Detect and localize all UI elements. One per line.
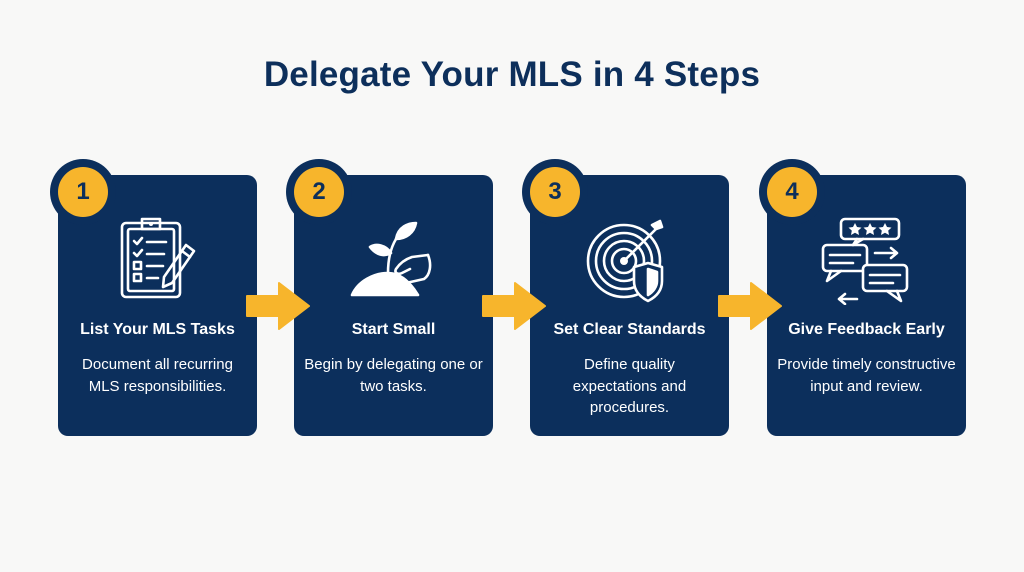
- step-description-3: Define quality expectations and procedur…: [572, 356, 687, 416]
- step-description-1: Document all recurring MLS responsibilit…: [82, 356, 233, 395]
- step-number-badge-1: 1: [58, 167, 108, 217]
- step-number-badge-3: 3: [530, 167, 580, 217]
- step-title-4: Give Feedback Early: [788, 321, 945, 338]
- arrow-right-icon: [482, 282, 546, 330]
- step-card-4: Give Feedback Early Provide timely const…: [767, 175, 966, 436]
- step-badge-ring-4: 4: [759, 159, 825, 225]
- hand-planting-sprout-icon: [350, 221, 432, 297]
- target-shield-icon: [586, 219, 664, 303]
- step-badge-ring-1: 1: [50, 159, 116, 225]
- step-badge-ring-3: 3: [522, 159, 588, 225]
- step-description-4: Provide timely constructive input and re…: [777, 356, 956, 395]
- feedback-chat-stars-icon: [821, 217, 909, 305]
- step-number-badge-2: 2: [294, 167, 344, 217]
- clipboard-checklist-icon: [120, 217, 196, 299]
- step-description-2: Begin by delegating one or two tasks.: [304, 356, 483, 395]
- step-badge-ring-2: 2: [286, 159, 352, 225]
- page-title: Delegate Your MLS in 4 Steps: [263, 55, 761, 94]
- arrow-right-icon: [246, 282, 310, 330]
- step-title-1: List Your MLS Tasks: [80, 321, 235, 338]
- step-title-3: Set Clear Standards: [553, 321, 706, 338]
- arrow-right-icon: [718, 282, 782, 330]
- step-number-badge-4: 4: [767, 167, 817, 217]
- step-title-2: Start Small: [351, 321, 436, 338]
